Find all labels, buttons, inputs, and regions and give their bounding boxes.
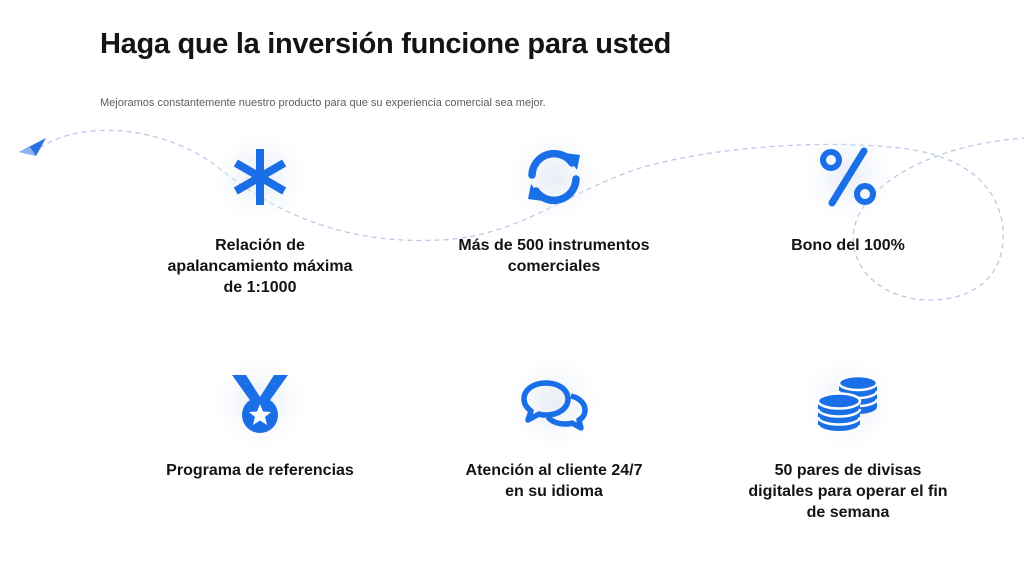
feature-label: 50 pares de divisas digitales para opera… (748, 462, 948, 521)
feature-bonus: Bono del 100% (733, 132, 963, 256)
feature-leverage: Relación de apalancamiento máxima de 1:1… (145, 132, 375, 298)
percent-icon (803, 132, 893, 222)
feature-label: Programa de referencias (166, 462, 354, 479)
feature-instruments: Más de 500 instrumentos comerciales (439, 132, 669, 277)
feature-label: Más de 500 instrumentos comerciales (458, 237, 650, 275)
coins-stack-icon (803, 358, 893, 448)
feature-label: Relación de apalancamiento máxima de 1:1… (167, 237, 353, 296)
paper-plane-icon (19, 138, 46, 156)
refresh-icon (509, 132, 599, 222)
feature-label: Bono del 100% (791, 237, 905, 254)
chat-bubbles-icon (509, 358, 599, 448)
page-subtitle: Mejoramos constantemente nuestro product… (100, 97, 546, 109)
feature-label: Atención al cliente 24/7 en su idioma (465, 462, 643, 500)
feature-weekend-crypto: 50 pares de divisas digitales para opera… (733, 358, 963, 523)
asterisk-icon (215, 132, 305, 222)
feature-referral: Programa de referencias (145, 358, 375, 481)
feature-support: Atención al cliente 24/7 en su idioma (439, 358, 669, 502)
medal-icon (215, 358, 305, 448)
page-title: Haga que la inversión funcione para uste… (100, 28, 672, 60)
